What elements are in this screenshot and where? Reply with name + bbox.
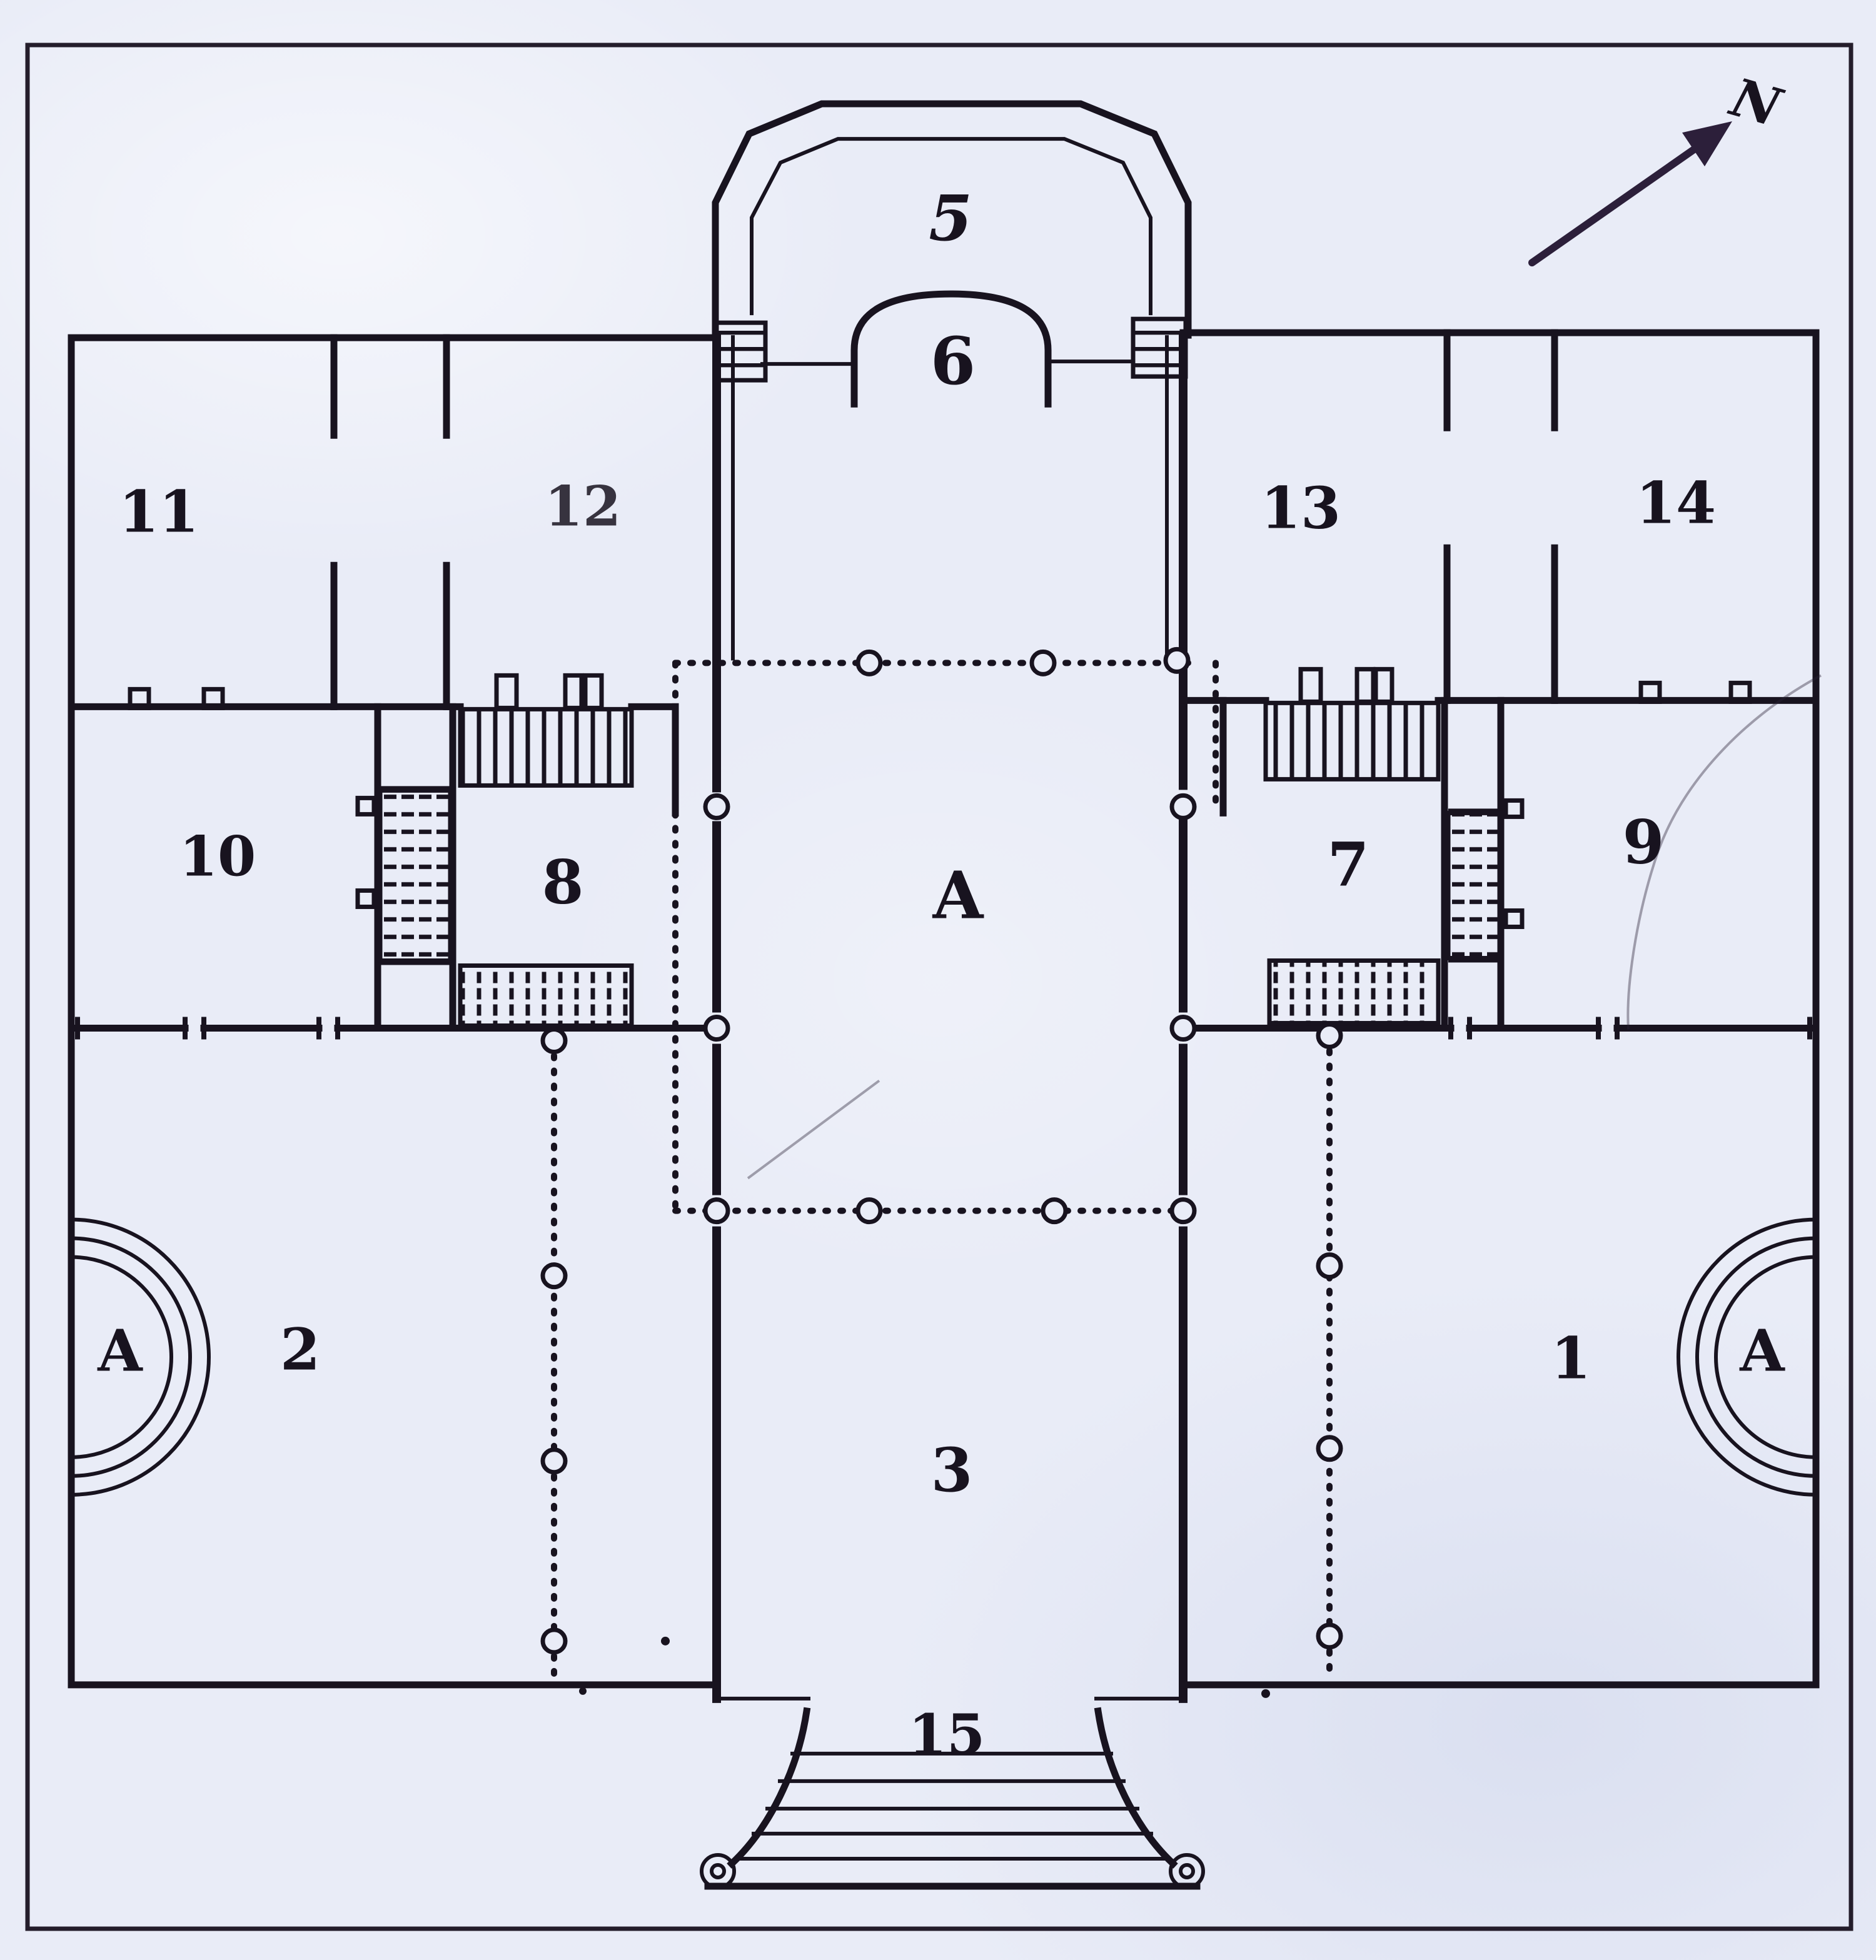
room-label-3: 3: [931, 1435, 973, 1505]
room-label-1: 1: [1551, 1325, 1591, 1392]
room-label-13: 13: [1261, 474, 1341, 541]
colonnades: [540, 646, 1343, 1679]
north-arrow: N: [1528, 66, 1790, 267]
exedra-right: [1677, 1217, 1817, 1497]
scan-artifacts: [579, 674, 1822, 1698]
apse-label-right: A: [1739, 1317, 1785, 1385]
room-label-9: 9: [1623, 807, 1665, 877]
room-label-7: 7: [1328, 829, 1369, 900]
room-label-8: 8: [542, 847, 584, 917]
north-label: N: [1723, 66, 1790, 139]
hall-label-a: A: [932, 857, 984, 933]
room-label-12: 12: [545, 473, 621, 538]
room-label-6: 6: [930, 323, 976, 400]
stair-hatching: [378, 700, 1503, 1028]
exedra-left: [71, 1217, 211, 1497]
room-label-15: 15: [909, 1702, 985, 1767]
pilasters-and-ticks: [75, 666, 1812, 1040]
apse-label-left: A: [97, 1317, 143, 1385]
room-label-10: 10: [179, 823, 256, 888]
walls: [68, 100, 1820, 1703]
room-label-2: 2: [280, 1316, 320, 1384]
room-labels: 5 6 A 11 12 13 14 10 8 7 9 2 1 3 15 A A: [97, 181, 1785, 1767]
room-label-14: 14: [1636, 469, 1716, 536]
entrance-stair: [700, 1707, 1205, 1890]
room-label-5: 5: [929, 181, 972, 255]
plan-border-frame: [25, 43, 1853, 1931]
room-label-11: 11: [119, 478, 199, 545]
